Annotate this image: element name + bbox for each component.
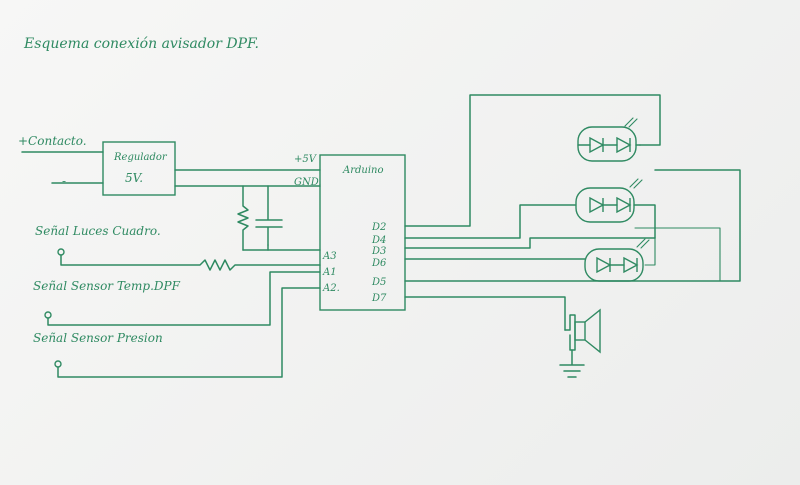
led2-internal-wire bbox=[602, 204, 656, 239]
speaker-icon bbox=[584, 308, 601, 354]
diode-icon bbox=[623, 256, 639, 274]
wire-d4-led2 bbox=[404, 204, 576, 239]
regulator-box bbox=[102, 141, 176, 196]
arduino-pin-a3: A3 bbox=[322, 251, 337, 262]
arduino-pin-a2: A2. bbox=[322, 283, 340, 294]
wire-temp-to-a1 bbox=[47, 271, 321, 326]
regulator-voltage: 5V. bbox=[125, 171, 143, 185]
wire-d3-led2-return bbox=[404, 237, 656, 249]
wire-d2-led1 bbox=[404, 94, 661, 227]
input-terminal-temp bbox=[44, 311, 52, 319]
arduino-pin-d6: D6 bbox=[371, 258, 387, 269]
arduino-pin-d7: D7 bbox=[371, 293, 387, 304]
wire-d5-common bbox=[404, 169, 741, 282]
diode-icon bbox=[589, 196, 605, 214]
arduino-title: Arduino bbox=[342, 165, 384, 176]
light-emission-icon bbox=[624, 117, 638, 128]
diode-icon bbox=[596, 256, 612, 274]
input-terminal-luces bbox=[57, 248, 65, 256]
series-resistor-wire bbox=[60, 254, 321, 271]
arduino-pin-d3: D3 bbox=[371, 246, 386, 257]
regulator-label: Regulador bbox=[113, 152, 168, 163]
input-label-temp: Señal Sensor Temp.DPF bbox=[33, 279, 181, 293]
diode-icon bbox=[616, 196, 632, 214]
input-label-luces: Señal Luces Cuadro. bbox=[35, 224, 161, 238]
wire-led-return bbox=[634, 227, 721, 282]
speaker-wire bbox=[564, 314, 576, 351]
input-label-presion: Señal Sensor Presion bbox=[33, 331, 163, 345]
wire-d7-speaker bbox=[404, 296, 566, 331]
diode-icon bbox=[589, 136, 605, 154]
input-label-negative: - bbox=[62, 174, 66, 188]
arduino-pin-5v: +5V bbox=[294, 154, 318, 165]
diagram-title: Esquema conexión avisador DPF. bbox=[23, 36, 259, 52]
ground-icon bbox=[559, 349, 585, 378]
arduino-pin-d2: D2 bbox=[371, 222, 386, 233]
led-module-3 bbox=[584, 248, 644, 282]
arduino-pin-gnd: GND. bbox=[294, 177, 322, 188]
speaker-body bbox=[574, 321, 586, 341]
light-emission-icon bbox=[636, 238, 650, 249]
input-label-contacto: +Contacto. bbox=[18, 134, 87, 148]
diode-icon bbox=[616, 136, 632, 154]
input-terminal-presion bbox=[54, 360, 62, 368]
arduino-pin-a1: A1 bbox=[322, 267, 337, 278]
arduino-pin-d5: D5 bbox=[371, 277, 386, 288]
light-emission-icon bbox=[629, 178, 643, 189]
wire-presion-to-a2 bbox=[57, 287, 321, 378]
arduino-pin-d4: D4 bbox=[371, 235, 386, 246]
pulldown-resistor bbox=[237, 185, 249, 251]
arduino-box bbox=[319, 154, 406, 311]
wire-led3-link bbox=[644, 237, 656, 266]
led-module-1 bbox=[577, 126, 637, 162]
capacitor bbox=[255, 185, 283, 246]
